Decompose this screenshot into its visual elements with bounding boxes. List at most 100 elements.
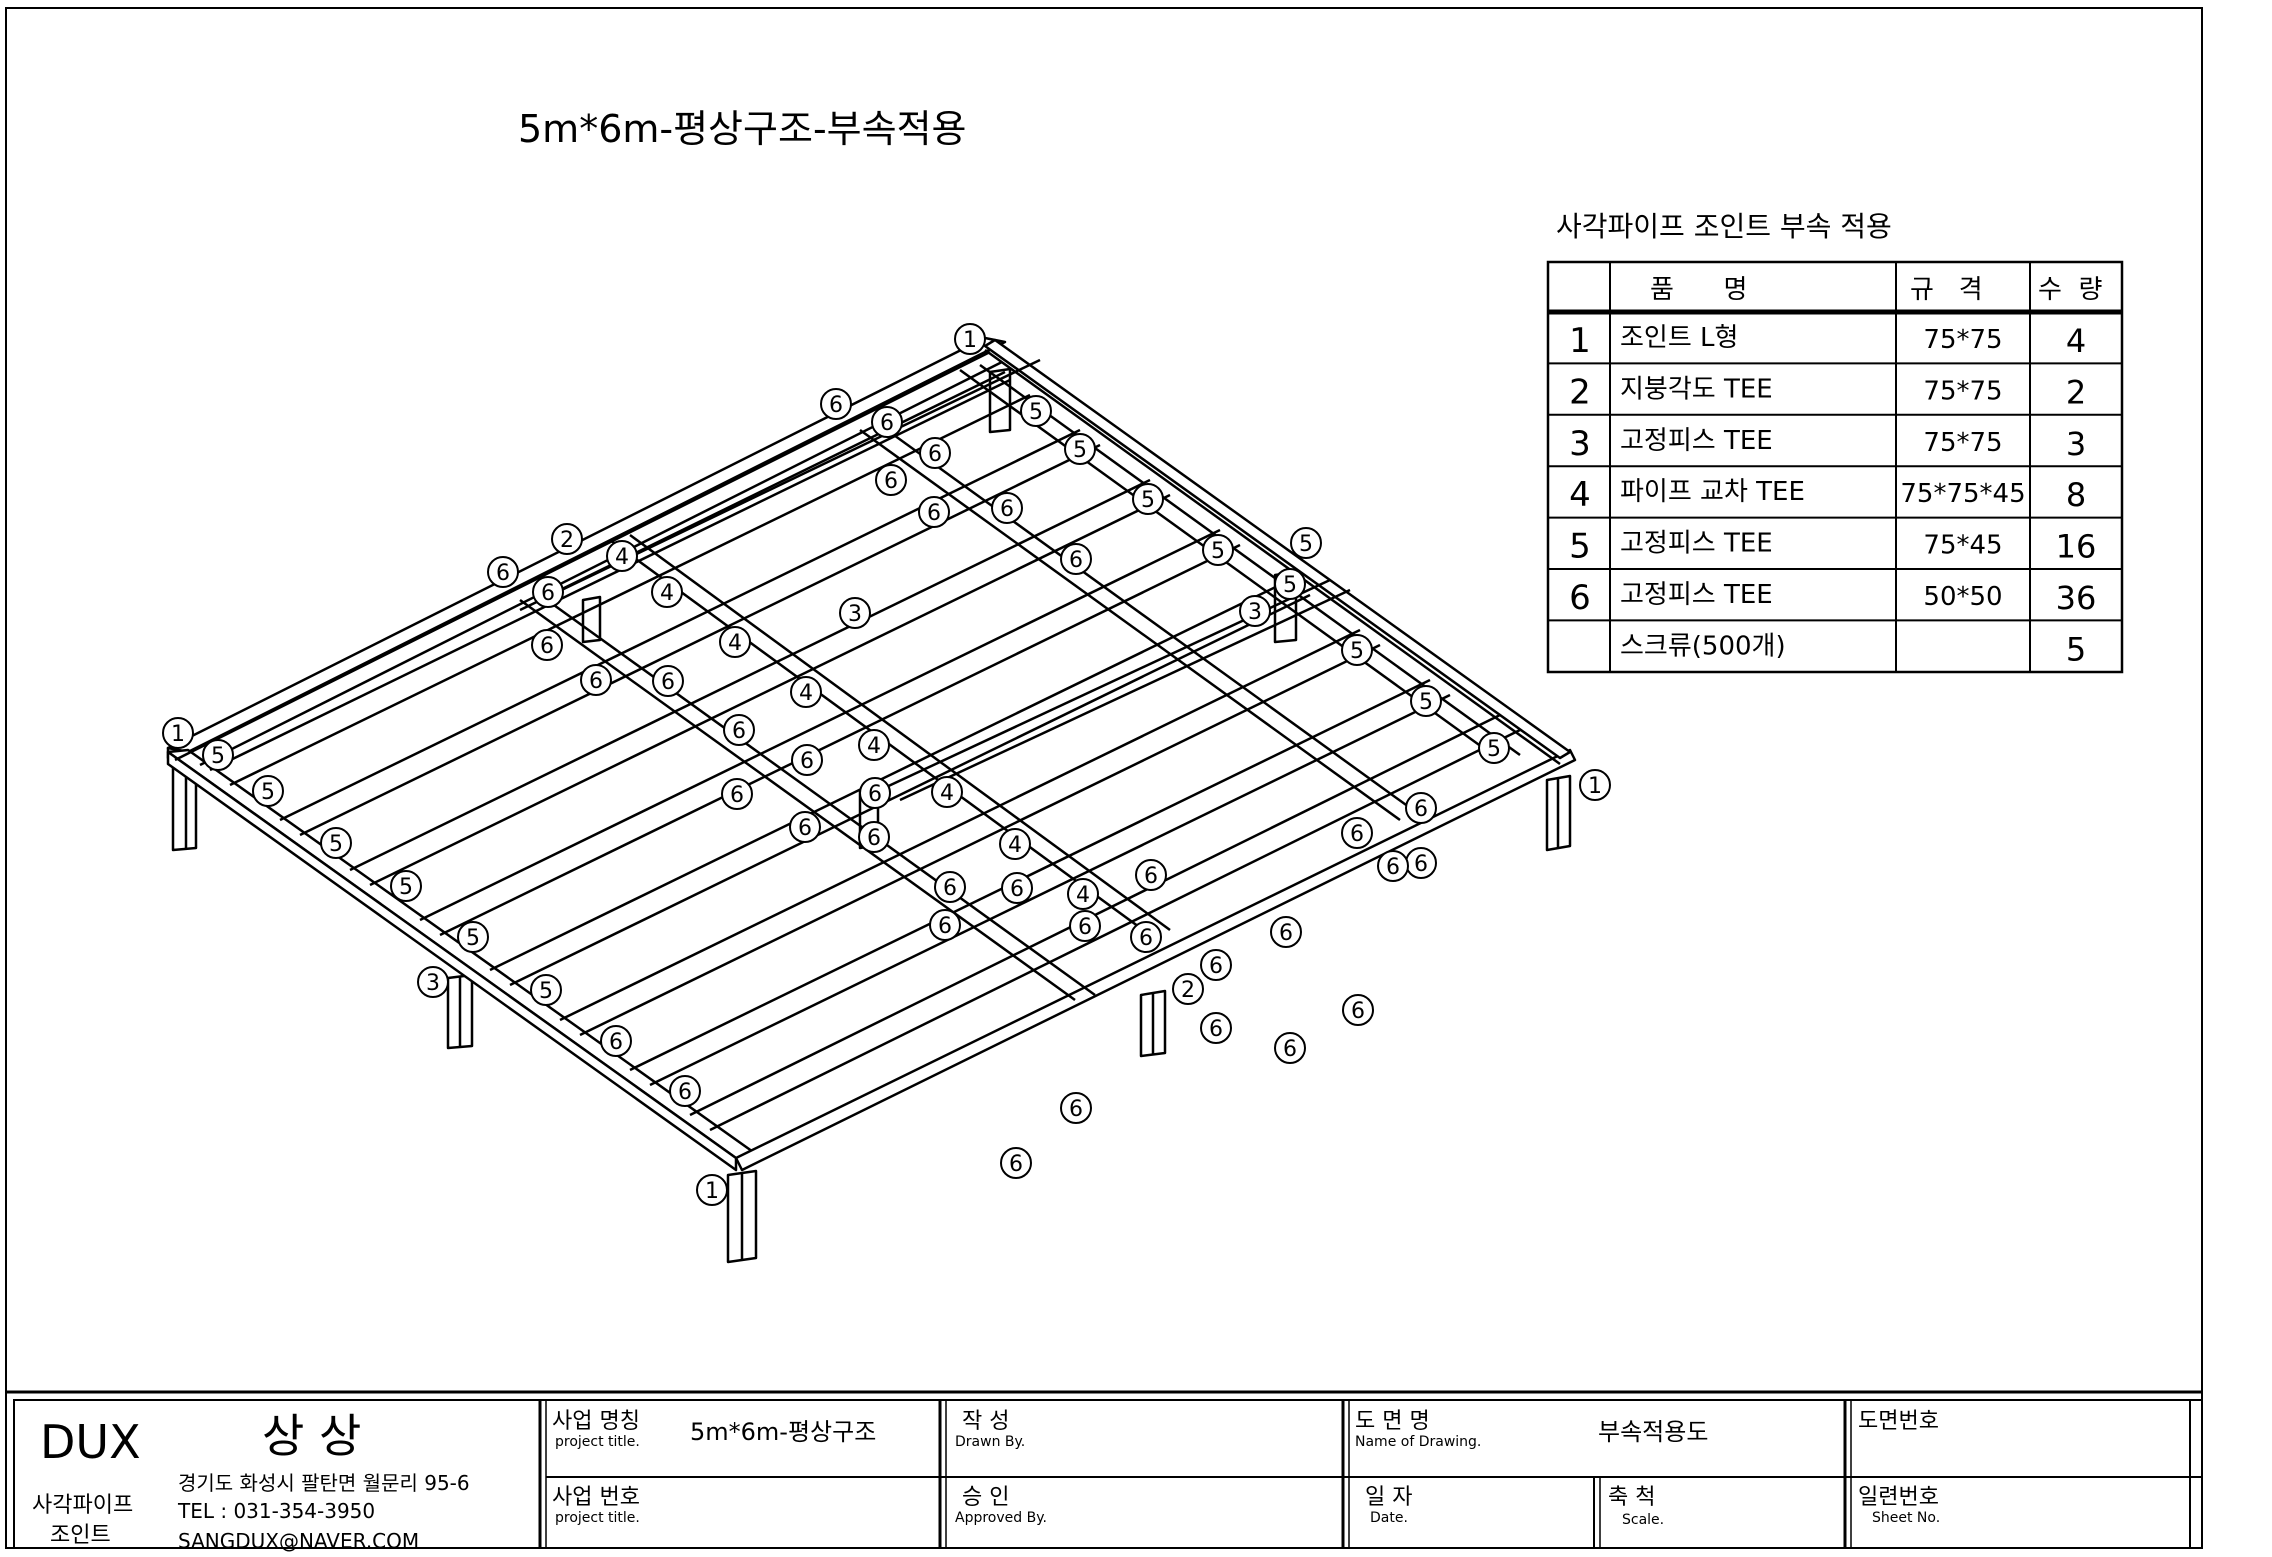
callout-circle — [721, 778, 753, 810]
drawing-title: 5m*6m-평상구조-부속적용 — [518, 107, 967, 151]
scale-label-en: Scale. — [1622, 1512, 1664, 1528]
callout-circle — [1405, 792, 1437, 824]
callout-label-6: 6 — [678, 1080, 692, 1105]
project-title-label-en: project title. — [555, 1434, 640, 1450]
callout-label-5: 5 — [1487, 737, 1501, 762]
bom-row-qty: 5 — [2066, 630, 2086, 668]
callout-circle — [1270, 916, 1302, 948]
callout-circle — [390, 870, 422, 902]
post — [988, 367, 1012, 434]
callout-label-5: 5 — [1073, 438, 1087, 463]
callout-circle — [991, 492, 1023, 524]
callout-circle — [1064, 433, 1096, 465]
callout-label-5: 5 — [261, 780, 275, 805]
bom-row-name: 파이프 교차 TEE — [1620, 477, 1805, 507]
callout-label-2: 2 — [560, 528, 574, 553]
callout-label-6: 6 — [661, 670, 675, 695]
bom-row-spec: 50*50 — [1923, 582, 2002, 612]
approved-by-label-en: Approved By. — [955, 1510, 1047, 1526]
callout-label-5: 5 — [329, 832, 343, 857]
callout-circle — [202, 739, 234, 771]
callout-circle — [820, 388, 852, 420]
callout-label-6: 6 — [540, 634, 554, 659]
title-block — [6, 1390, 2203, 1549]
callout-label-6: 6 — [1209, 954, 1223, 979]
bom-row-qty: 8 — [2066, 476, 2086, 514]
callout-circle — [252, 775, 284, 807]
callout-circle — [669, 1075, 701, 1107]
callout-label-4: 4 — [1076, 883, 1090, 908]
callout-circle — [929, 909, 961, 941]
bom-row-qty: 16 — [2056, 528, 2097, 566]
bom-row-qty: 4 — [2066, 322, 2086, 360]
callout-circle — [457, 921, 489, 953]
callout-label-6: 6 — [1350, 822, 1364, 847]
callout-circle — [919, 437, 951, 469]
bom-header-qty: 수 량 — [2038, 275, 2102, 305]
company-address: 경기도 화성시 팔탄면 월문리 95-6 — [178, 1471, 470, 1495]
callout-label-5: 5 — [1350, 639, 1364, 664]
callout-label-6: 6 — [880, 411, 894, 436]
callout-label-1: 1 — [963, 328, 977, 353]
callout-label-6: 6 — [1009, 1152, 1023, 1177]
callout-label-6: 6 — [1209, 1017, 1223, 1042]
bom-row-qty: 36 — [2056, 579, 2097, 617]
bom-row-no: 1 — [1569, 321, 1591, 361]
callout-label-6: 6 — [927, 501, 941, 526]
callout-label-6: 6 — [1351, 999, 1365, 1024]
callout-circle — [1069, 910, 1101, 942]
callout-circle — [162, 717, 194, 749]
callout-label-6: 6 — [496, 561, 510, 586]
date-label-en: Date. — [1370, 1510, 1408, 1526]
project-no-label-en: project title. — [555, 1510, 640, 1526]
callout-label-6: 6 — [1283, 1037, 1297, 1062]
callout-label-6: 6 — [1078, 915, 1092, 940]
scale-label: 축 척 — [1608, 1485, 1655, 1510]
callout-circle — [1290, 527, 1322, 559]
callout-circle — [1200, 949, 1232, 981]
perimeter-beams — [166, 336, 1577, 1172]
callout-circle — [1341, 634, 1373, 666]
callout-label-6: 6 — [798, 816, 812, 841]
callout-label-6: 6 — [868, 782, 882, 807]
callout-label-6: 6 — [1144, 864, 1158, 889]
callout-circle — [651, 576, 683, 608]
post — [581, 595, 602, 644]
project-title-label: 사업 명칭 — [552, 1409, 640, 1434]
callout-circle — [1000, 1147, 1032, 1179]
callout-label-6: 6 — [732, 719, 746, 744]
bom-row-no: 3 — [1569, 424, 1591, 464]
callout-circle — [1377, 850, 1409, 882]
callout-circle — [954, 323, 986, 355]
callout-circle — [600, 1025, 632, 1057]
callout-label-5: 5 — [211, 744, 225, 769]
bom-row-name: 조인트 L형 — [1620, 323, 1738, 353]
bom-row-name: 스크류(500개) — [1620, 631, 1786, 661]
callout-circle — [858, 729, 890, 761]
callout-label-5: 5 — [1283, 573, 1297, 598]
callout-circle — [719, 626, 751, 658]
callout-label-3: 3 — [426, 971, 440, 996]
callout-circle — [1060, 543, 1092, 575]
callout-circle — [530, 974, 562, 1006]
callout-label-4: 4 — [940, 781, 954, 806]
support-posts — [171, 367, 1572, 1264]
callout-label-4: 4 — [615, 545, 629, 570]
bom-header-spec: 규 격 — [1910, 275, 1983, 305]
callout-circle — [487, 556, 519, 588]
callout-circle — [531, 629, 563, 661]
callout-label-6: 6 — [1279, 921, 1293, 946]
callout-label-6: 6 — [867, 826, 881, 851]
callout-label-6: 6 — [1139, 926, 1153, 951]
callout-circle — [1410, 685, 1442, 717]
callout-label-6: 6 — [1010, 877, 1024, 902]
callout-circle — [858, 821, 890, 853]
callout-label-3: 3 — [848, 602, 862, 627]
callout-label-5: 5 — [399, 875, 413, 900]
company-email: SANGDUX@NAVER.COM — [178, 1529, 419, 1553]
date-label: 일 자 — [1365, 1485, 1412, 1510]
callout-label-6: 6 — [829, 393, 843, 418]
drawing-name-label-en: Name of Drawing. — [1355, 1434, 1481, 1450]
